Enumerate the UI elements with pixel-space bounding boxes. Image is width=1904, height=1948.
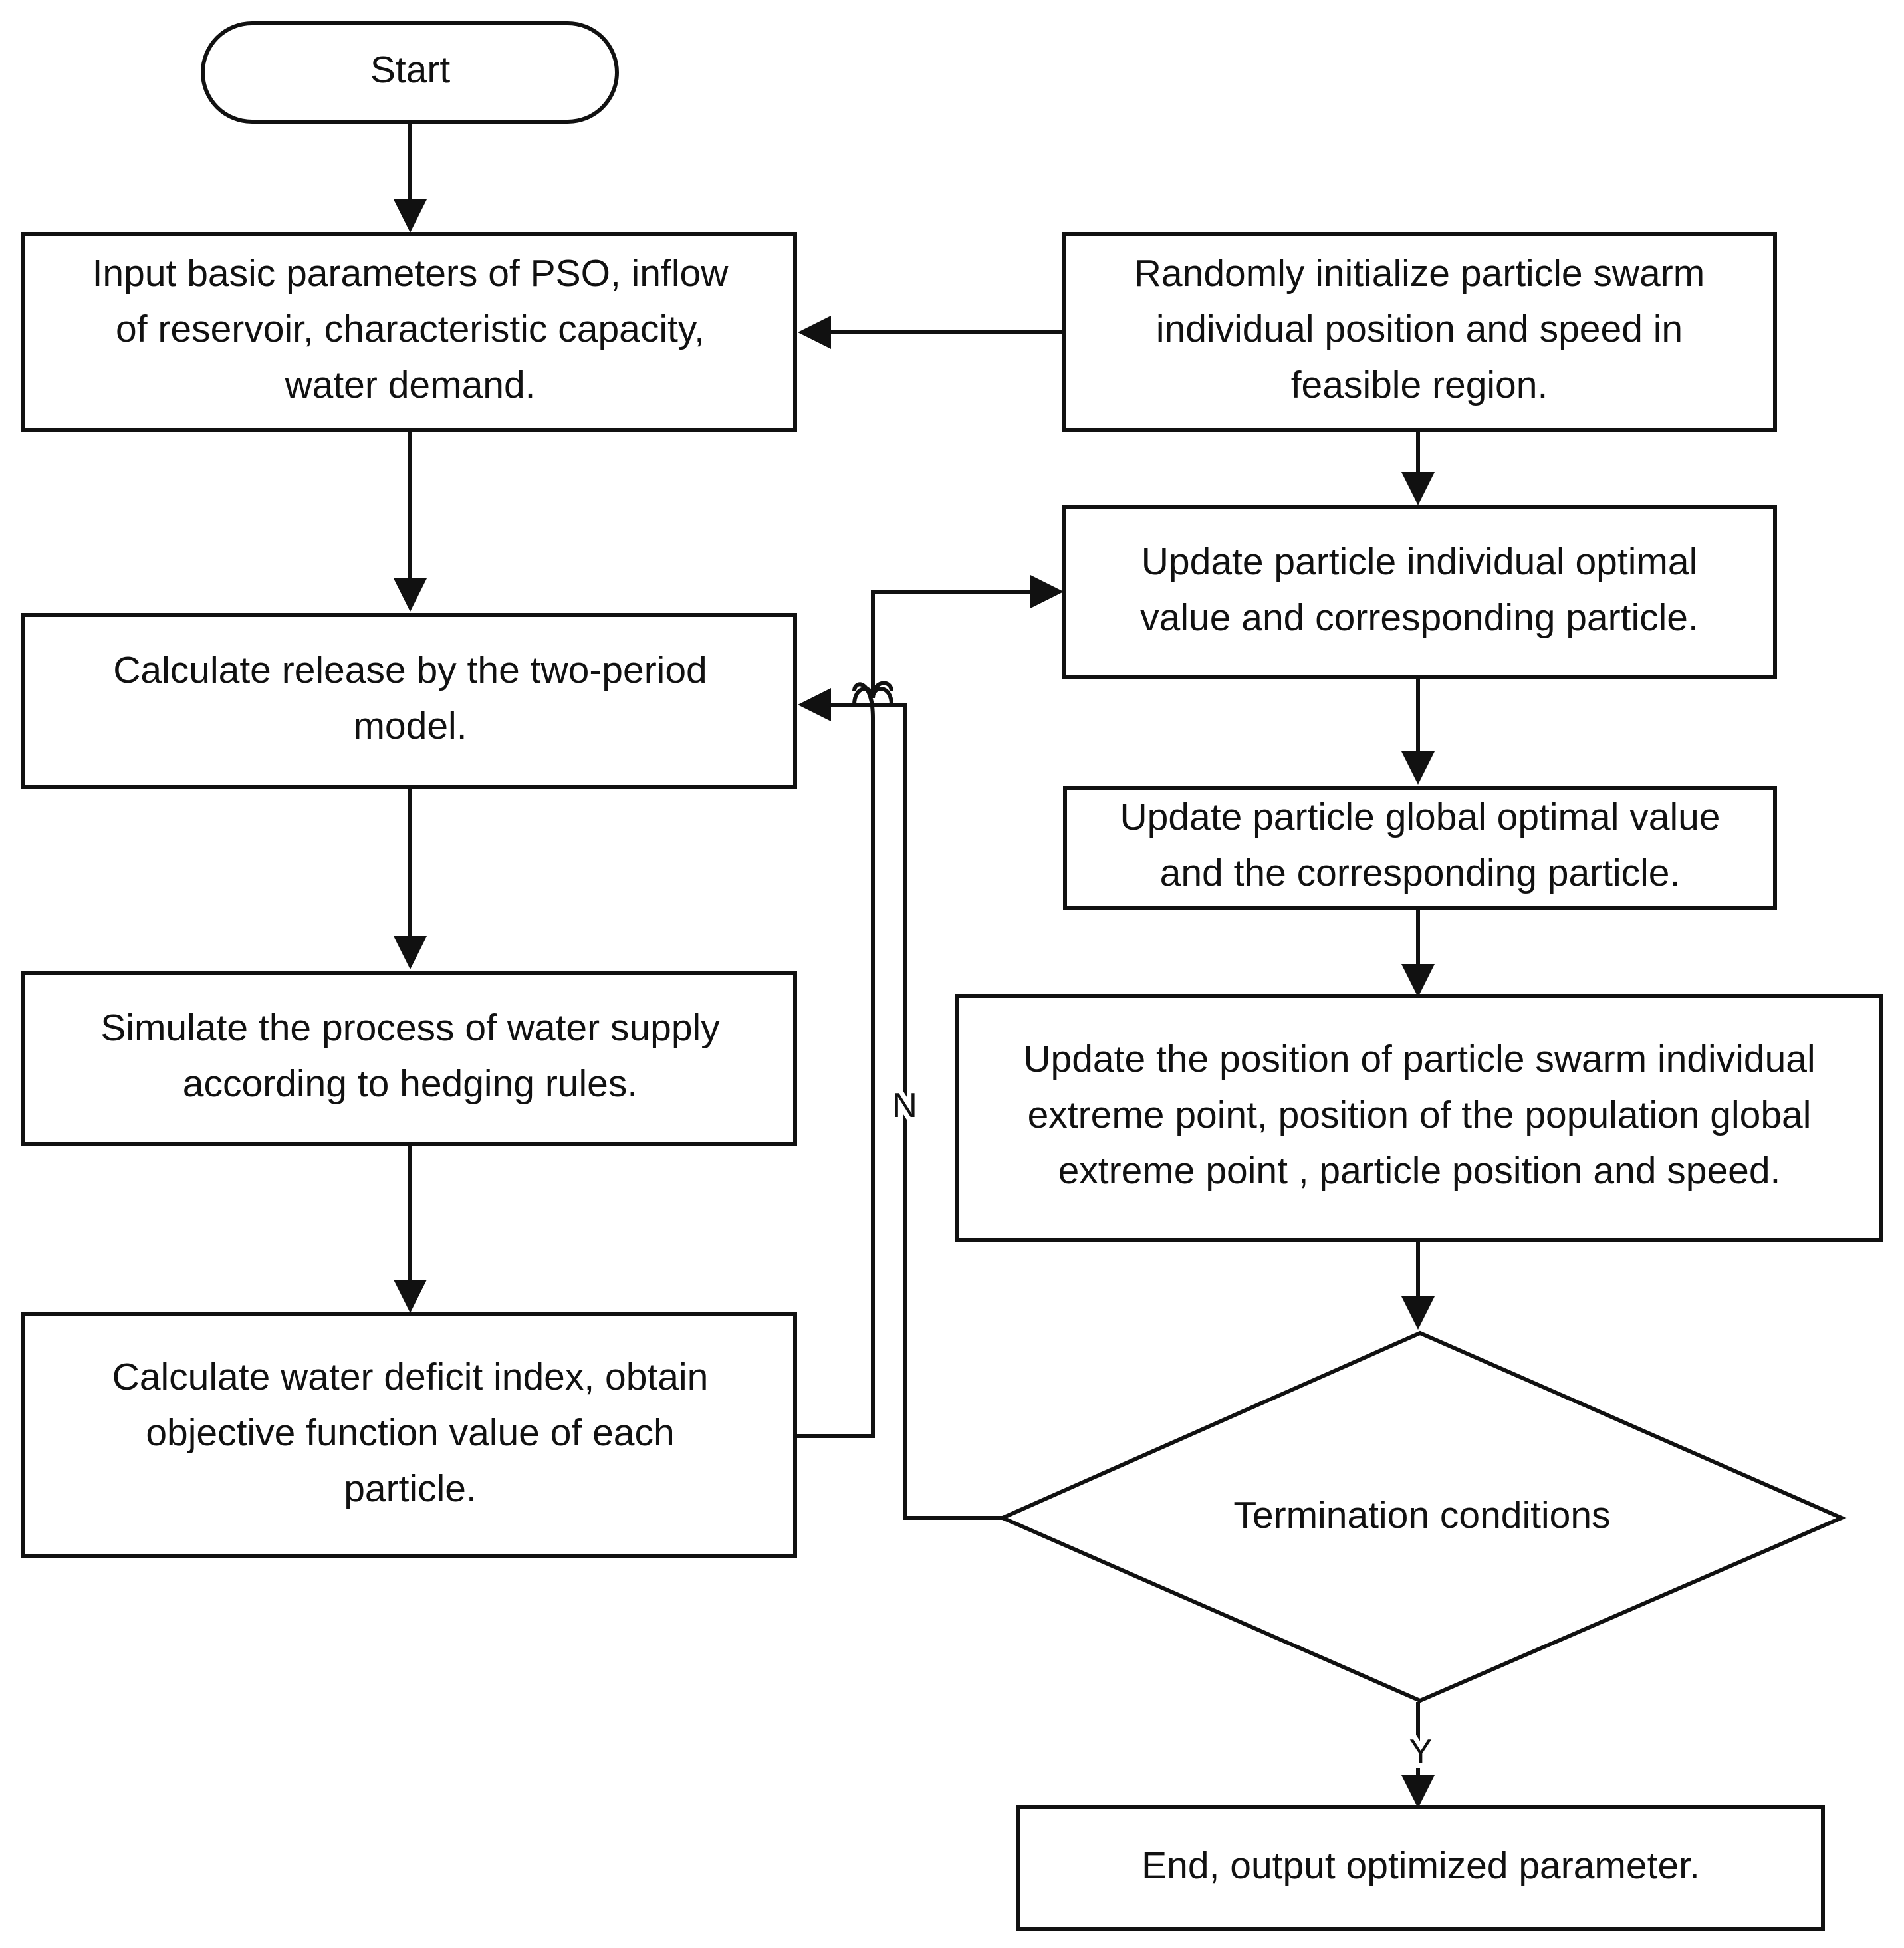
update-position-line: extreme point, position of the populatio… [1028, 1094, 1812, 1136]
update-position-label: Update the position of particle swarm in… [1023, 1038, 1815, 1192]
update-global-line: Update particle global optimal value [1120, 796, 1720, 838]
deficit-line: Calculate water deficit index, obtain [112, 1356, 709, 1398]
release-node: Calculate release by the two-period model… [21, 613, 797, 789]
arrowhead-termination [1401, 1296, 1435, 1330]
update-position-line: extreme point , particle position and sp… [1058, 1150, 1781, 1192]
deficit-node: Calculate water deficit index, obtain obj… [21, 1312, 797, 1558]
end-process-box [1016, 1805, 1825, 1931]
input-line: Input basic parameters of PSO, inflow [92, 252, 729, 295]
simulate-label: Simulate the process of water supply acco… [100, 1007, 720, 1105]
termination-label: Termination conditions [1233, 1494, 1610, 1536]
arrowhead-update-individual-down [1401, 472, 1435, 505]
deficit-label: Calculate water deficit index, obtain obj… [112, 1356, 709, 1510]
arrowhead-deficit [394, 1280, 427, 1313]
edge-deficit-to-update-individual-upper [871, 590, 1030, 698]
simulate-line: Simulate the process of water supply [100, 1007, 720, 1049]
simulate-process-box [21, 971, 797, 1146]
start-line: Start [370, 49, 451, 91]
branch-label-no: N [892, 1086, 917, 1125]
input-line: water demand. [284, 364, 535, 406]
release-line: model. [353, 705, 467, 747]
init-node: Randomly initialize particle swarm indivi… [1062, 232, 1777, 432]
update-individual-line: value and corresponding particle. [1140, 596, 1699, 639]
update-global-label: Update particle global optimal value and … [1120, 796, 1720, 894]
termination-decision-diamond [997, 1330, 1847, 1703]
release-process-box [21, 613, 797, 789]
end-label: End, output optimized parameter. [1141, 1844, 1700, 1887]
arrowhead-simulate [394, 936, 427, 969]
update-position-line: Update the position of particle swarm in… [1023, 1038, 1815, 1080]
release-line: Calculate release by the two-period [113, 649, 707, 691]
end-node: End, output optimized parameter. [1016, 1805, 1825, 1931]
branch-label-yes: Y [1409, 1733, 1433, 1771]
deficit-line: objective function value of each [146, 1411, 674, 1454]
init-line: feasible region. [1291, 364, 1548, 406]
start-terminator [201, 21, 619, 124]
update-individual-process-box [1062, 505, 1777, 679]
arrowhead-input [394, 199, 427, 233]
edge-no-loop-hop [852, 687, 893, 705]
input-label: Input basic parameters of PSO, inflow of … [92, 252, 729, 406]
input-line: of reservoir, characteristic capacity, [116, 308, 705, 350]
update-global-process-box [1063, 786, 1777, 910]
deficit-line: particle. [344, 1467, 477, 1510]
end-line: End, output optimized parameter. [1141, 1844, 1700, 1887]
input-node: Input basic parameters of PSO, inflow of … [21, 232, 797, 432]
init-process-box [1062, 232, 1777, 432]
init-line: individual position and speed in [1156, 308, 1683, 350]
release-label: Calculate release by the two-period model… [113, 649, 707, 747]
termination-node: Termination conditions [997, 1330, 1847, 1703]
edge-termination-no-to-release [854, 703, 1003, 1520]
input-process-box [21, 232, 797, 432]
arrowhead-update-individual [1030, 575, 1064, 608]
arrowhead-end [1401, 1775, 1435, 1808]
update-global-line: and the corresponding particle. [1160, 852, 1681, 894]
update-position-node: Update the position of particle swarm in… [955, 994, 1883, 1242]
arrowhead-input-left [798, 316, 831, 349]
start-node: Start [201, 21, 619, 124]
update-position-process-box [955, 994, 1883, 1242]
arrowhead-update-position [1401, 964, 1435, 997]
update-individual-label: Update particle individual optimal value … [1140, 541, 1699, 639]
connectors [394, 122, 1435, 1808]
init-label: Randomly initialize particle swarm indivi… [1134, 252, 1705, 406]
termination-line: Termination conditions [1233, 1494, 1610, 1536]
arrowhead-release-left [798, 688, 831, 721]
update-individual-node: Update particle individual optimal value … [1062, 505, 1777, 679]
init-line: Randomly initialize particle swarm [1134, 252, 1705, 295]
arrowhead-update-global [1401, 751, 1435, 785]
update-global-node: Update particle global optimal value and … [1063, 786, 1777, 910]
start-label: Start [370, 49, 451, 91]
deficit-process-box [21, 1312, 797, 1558]
arrowhead-release [394, 578, 427, 612]
simulate-node: Simulate the process of water supply acco… [21, 971, 797, 1146]
edge-deficit-to-update-individual [795, 718, 875, 1438]
simulate-line: according to hedging rules. [183, 1062, 638, 1105]
update-individual-line: Update particle individual optimal [1141, 541, 1697, 583]
